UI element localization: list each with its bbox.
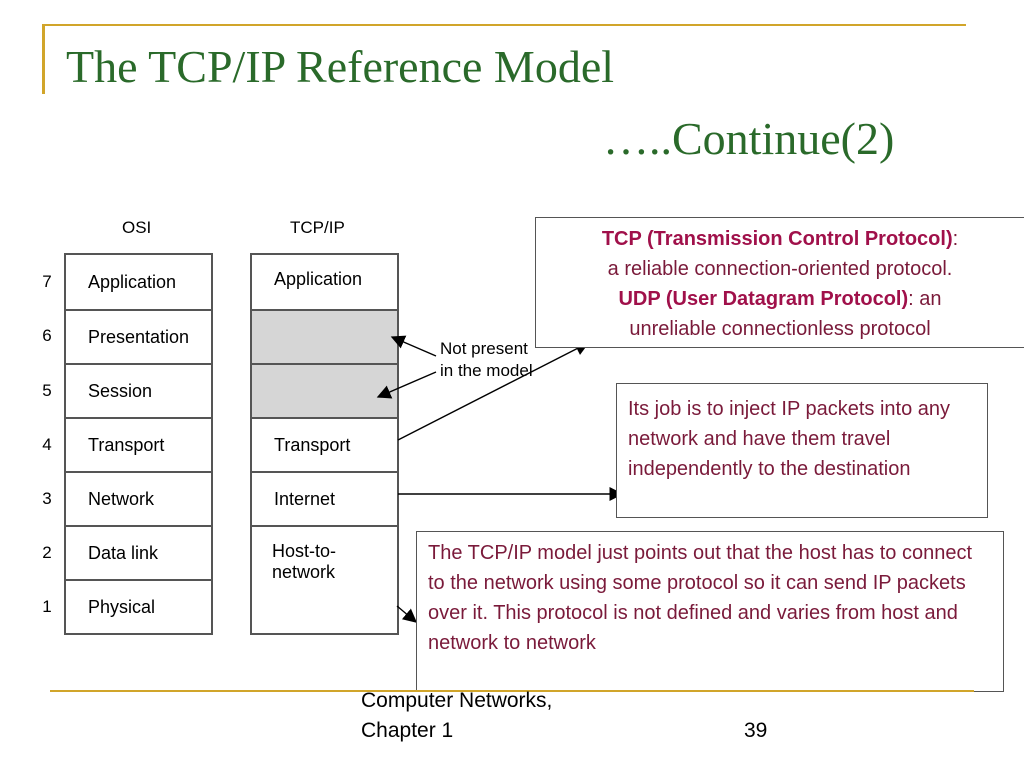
layer-number-4: 4 bbox=[42, 435, 52, 454]
tcpip-layer-host-to-network: Host-to-network bbox=[252, 525, 397, 633]
udp-line: UDP (User Datagram Protocol): an bbox=[536, 284, 1024, 314]
arrow-transport-to-tcp-box bbox=[397, 342, 590, 441]
slide-title: The TCP/IP Reference Model bbox=[66, 41, 615, 92]
osi-layer-data-link: Data link bbox=[66, 525, 211, 579]
tcpip-layer-application: Application bbox=[274, 269, 363, 289]
layer-number-2: 2 bbox=[42, 543, 52, 562]
left-rule bbox=[42, 24, 45, 94]
layer-number-1: 1 bbox=[42, 597, 52, 616]
host-to-network-callout: The TCP/IP model just points out that th… bbox=[416, 531, 1004, 692]
tcpip-unused-presentation bbox=[252, 309, 397, 363]
footer-line-2: Chapter 1 bbox=[361, 719, 454, 742]
osi-layer-application: Application bbox=[88, 271, 177, 292]
osi-layer-transport: Transport bbox=[66, 417, 211, 471]
tcpip-header: TCP/IP bbox=[290, 218, 345, 237]
layer-number-6: 6 bbox=[42, 326, 52, 345]
osi-stack: Application Presentation Session Transpo… bbox=[64, 253, 213, 635]
not-present-line-1: Not present bbox=[440, 339, 528, 358]
layer-number-5: 5 bbox=[42, 381, 52, 400]
slide-subtitle: …..Continue(2) bbox=[603, 113, 895, 164]
osi-layer-physical: Physical bbox=[66, 579, 211, 633]
osi-layer-presentation: Presentation bbox=[66, 309, 211, 363]
tcp-udp-callout: TCP (Transmission Control Protocol): a r… bbox=[535, 217, 1024, 348]
tcp-colon: : bbox=[952, 228, 959, 250]
udp-term: UDP (User Datagram Protocol) bbox=[618, 288, 909, 310]
bottom-rule bbox=[50, 690, 974, 692]
arrow-to-session-gap bbox=[376, 371, 437, 399]
layer-number-7: 7 bbox=[42, 272, 52, 291]
arrow-to-presentation-gap bbox=[390, 335, 437, 357]
tcpip-layer-transport: Transport bbox=[252, 417, 397, 471]
layer-number-3: 3 bbox=[42, 489, 52, 508]
osi-layer-network: Network bbox=[66, 471, 211, 525]
footer-line-1: Computer Networks, bbox=[361, 689, 553, 712]
tcpip-stack: Application Transport Internet Host-to-n… bbox=[250, 253, 399, 635]
not-present-line-2: in the model bbox=[440, 361, 533, 380]
top-rule bbox=[42, 24, 966, 26]
footer-course: Computer Networks, Chapter 1 bbox=[361, 686, 552, 746]
osi-layer-session: Session bbox=[66, 363, 211, 417]
page-number: 39 bbox=[744, 719, 768, 742]
not-present-note: Not present in the model bbox=[440, 338, 533, 382]
udp-colon: : bbox=[908, 288, 914, 310]
tcpip-layer-internet: Internet bbox=[252, 471, 397, 525]
internet-callout: Its job is to inject IP packets into any… bbox=[616, 383, 988, 518]
udp-description-b: unreliable connectionless protocol bbox=[629, 318, 931, 340]
tcpip-unused-session bbox=[252, 363, 397, 417]
tcp-line: TCP (Transmission Control Protocol): bbox=[536, 224, 1024, 254]
udp-description-a: an bbox=[913, 288, 942, 310]
tcp-description: a reliable connection-oriented protocol. bbox=[607, 258, 953, 280]
osi-header: OSI bbox=[122, 218, 152, 237]
arrow-host-to-box bbox=[396, 605, 418, 623]
tcp-term: TCP (Transmission Control Protocol) bbox=[601, 228, 953, 250]
